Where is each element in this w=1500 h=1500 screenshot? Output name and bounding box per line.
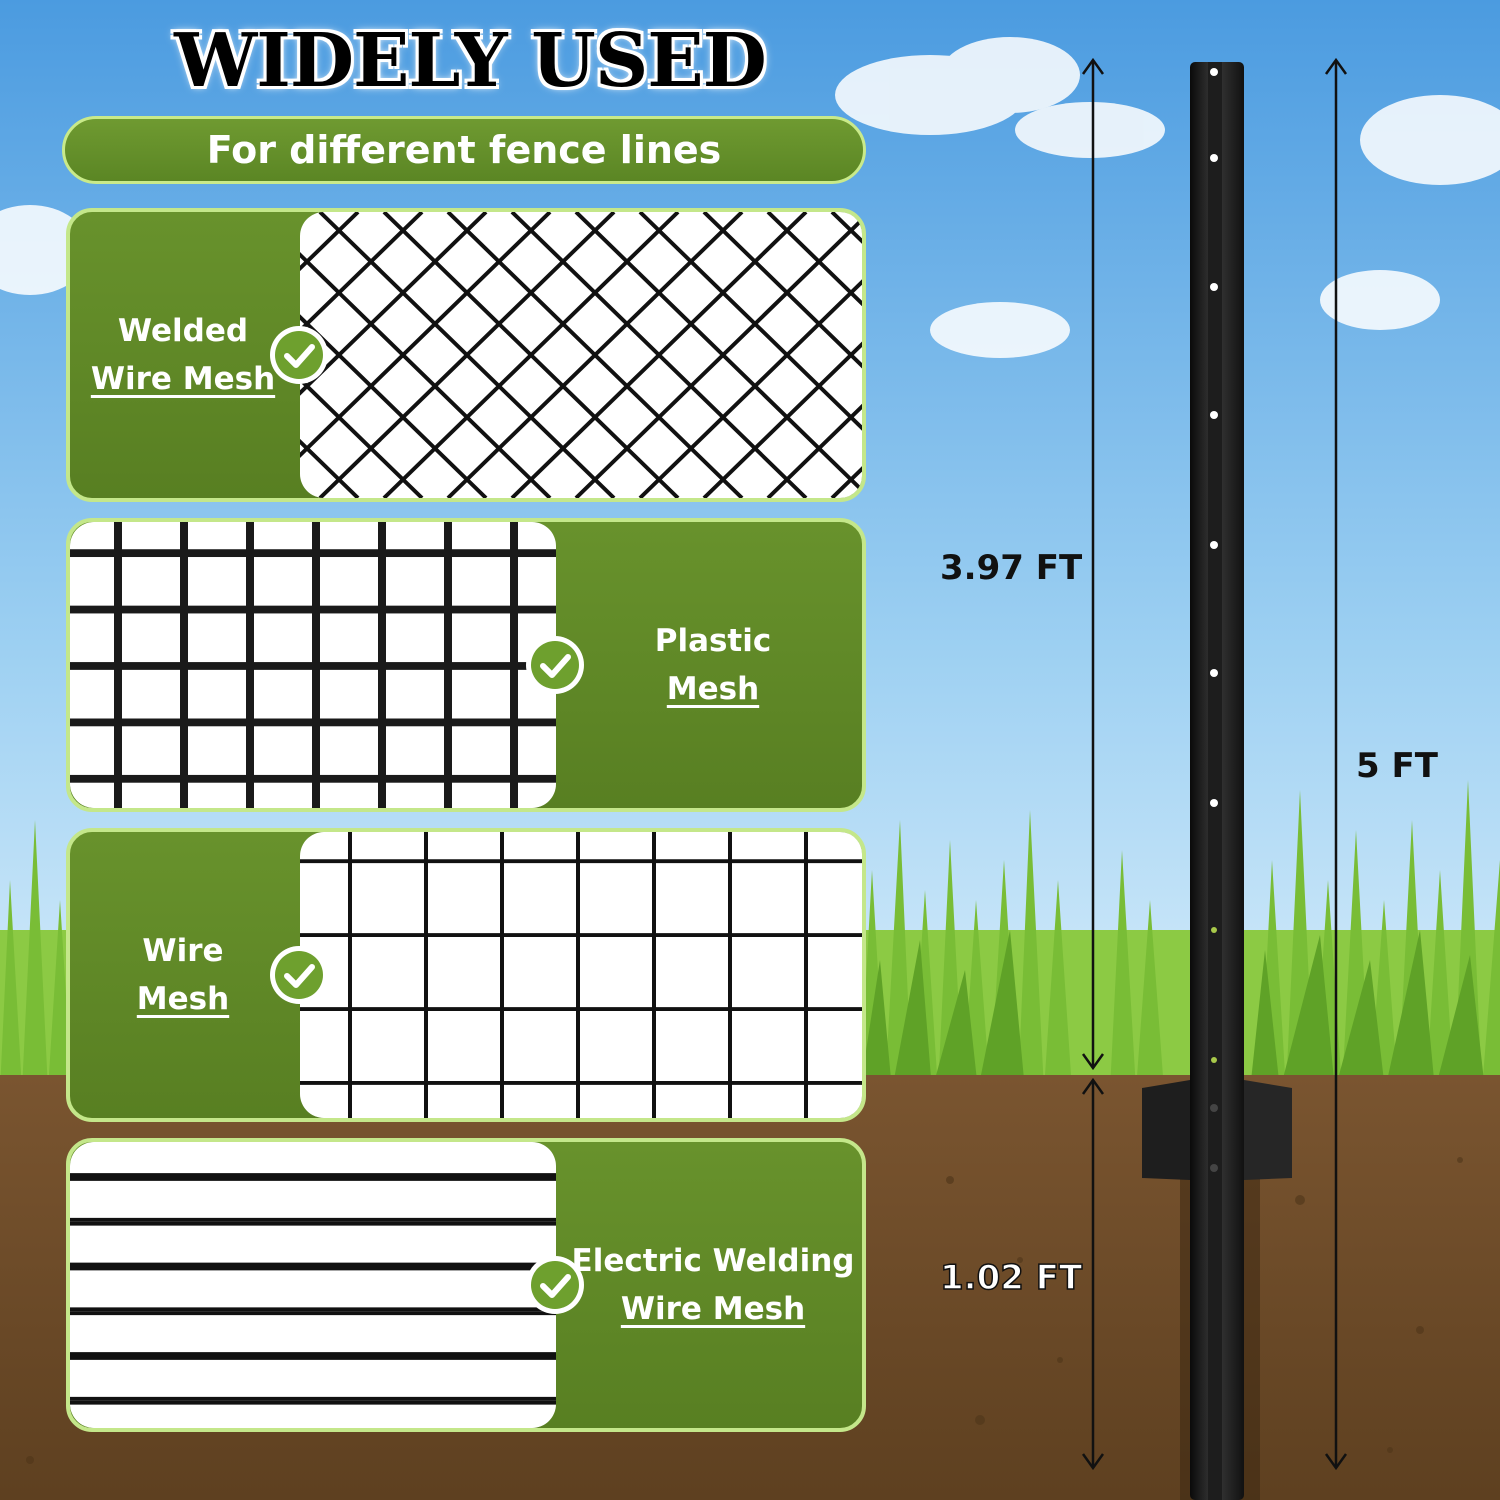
- card-label-line1: Plastic: [654, 623, 772, 659]
- fence-post: [1142, 62, 1292, 1500]
- card-label-line2: Wire Mesh: [90, 361, 276, 397]
- chain-link-icon: [300, 212, 862, 498]
- card-label-line1: Wire: [142, 933, 224, 969]
- dimension-arrows: [1081, 57, 1348, 1471]
- card-label: Welded Wire Mesh: [70, 212, 296, 498]
- card-label: Wire Mesh: [70, 832, 296, 1118]
- subtitle-banner: For different fence lines: [62, 116, 866, 184]
- check-icon: [270, 946, 328, 1004]
- card-label-line2: Mesh: [136, 981, 230, 1017]
- horizontal-wire-icon: [70, 1142, 556, 1428]
- card-label: Plastic Mesh: [560, 522, 862, 808]
- dimension-below-ground: 1.02 FT: [939, 1257, 1083, 1299]
- plastic-grid-icon: [70, 522, 556, 808]
- card-label-line1: Welded: [117, 313, 249, 349]
- fence-card-wire: Wire Mesh: [66, 828, 866, 1122]
- dimension-total: 5 FT: [1356, 746, 1438, 786]
- fence-card-plastic: Plastic Mesh: [66, 518, 866, 812]
- fence-card-electric-welding: Electric Welding Wire Mesh: [66, 1138, 866, 1432]
- check-icon: [526, 1256, 584, 1314]
- square-grid-icon: [300, 832, 862, 1118]
- page-title: WIDELY USED: [174, 18, 767, 104]
- card-label-line1: Electric Welding: [571, 1243, 855, 1279]
- check-icon: [526, 636, 584, 694]
- card-label-line2: Mesh: [666, 671, 760, 707]
- card-label-line2: Wire Mesh: [620, 1291, 806, 1327]
- dimension-above-ground: 3.97 FT: [940, 548, 1083, 588]
- subtitle-text: For different fence lines: [206, 128, 722, 172]
- fence-card-welded-wire: Welded Wire Mesh: [66, 208, 866, 502]
- check-icon: [270, 326, 328, 384]
- card-label: Electric Welding Wire Mesh: [560, 1142, 862, 1428]
- soil-specks: [26, 1157, 1463, 1464]
